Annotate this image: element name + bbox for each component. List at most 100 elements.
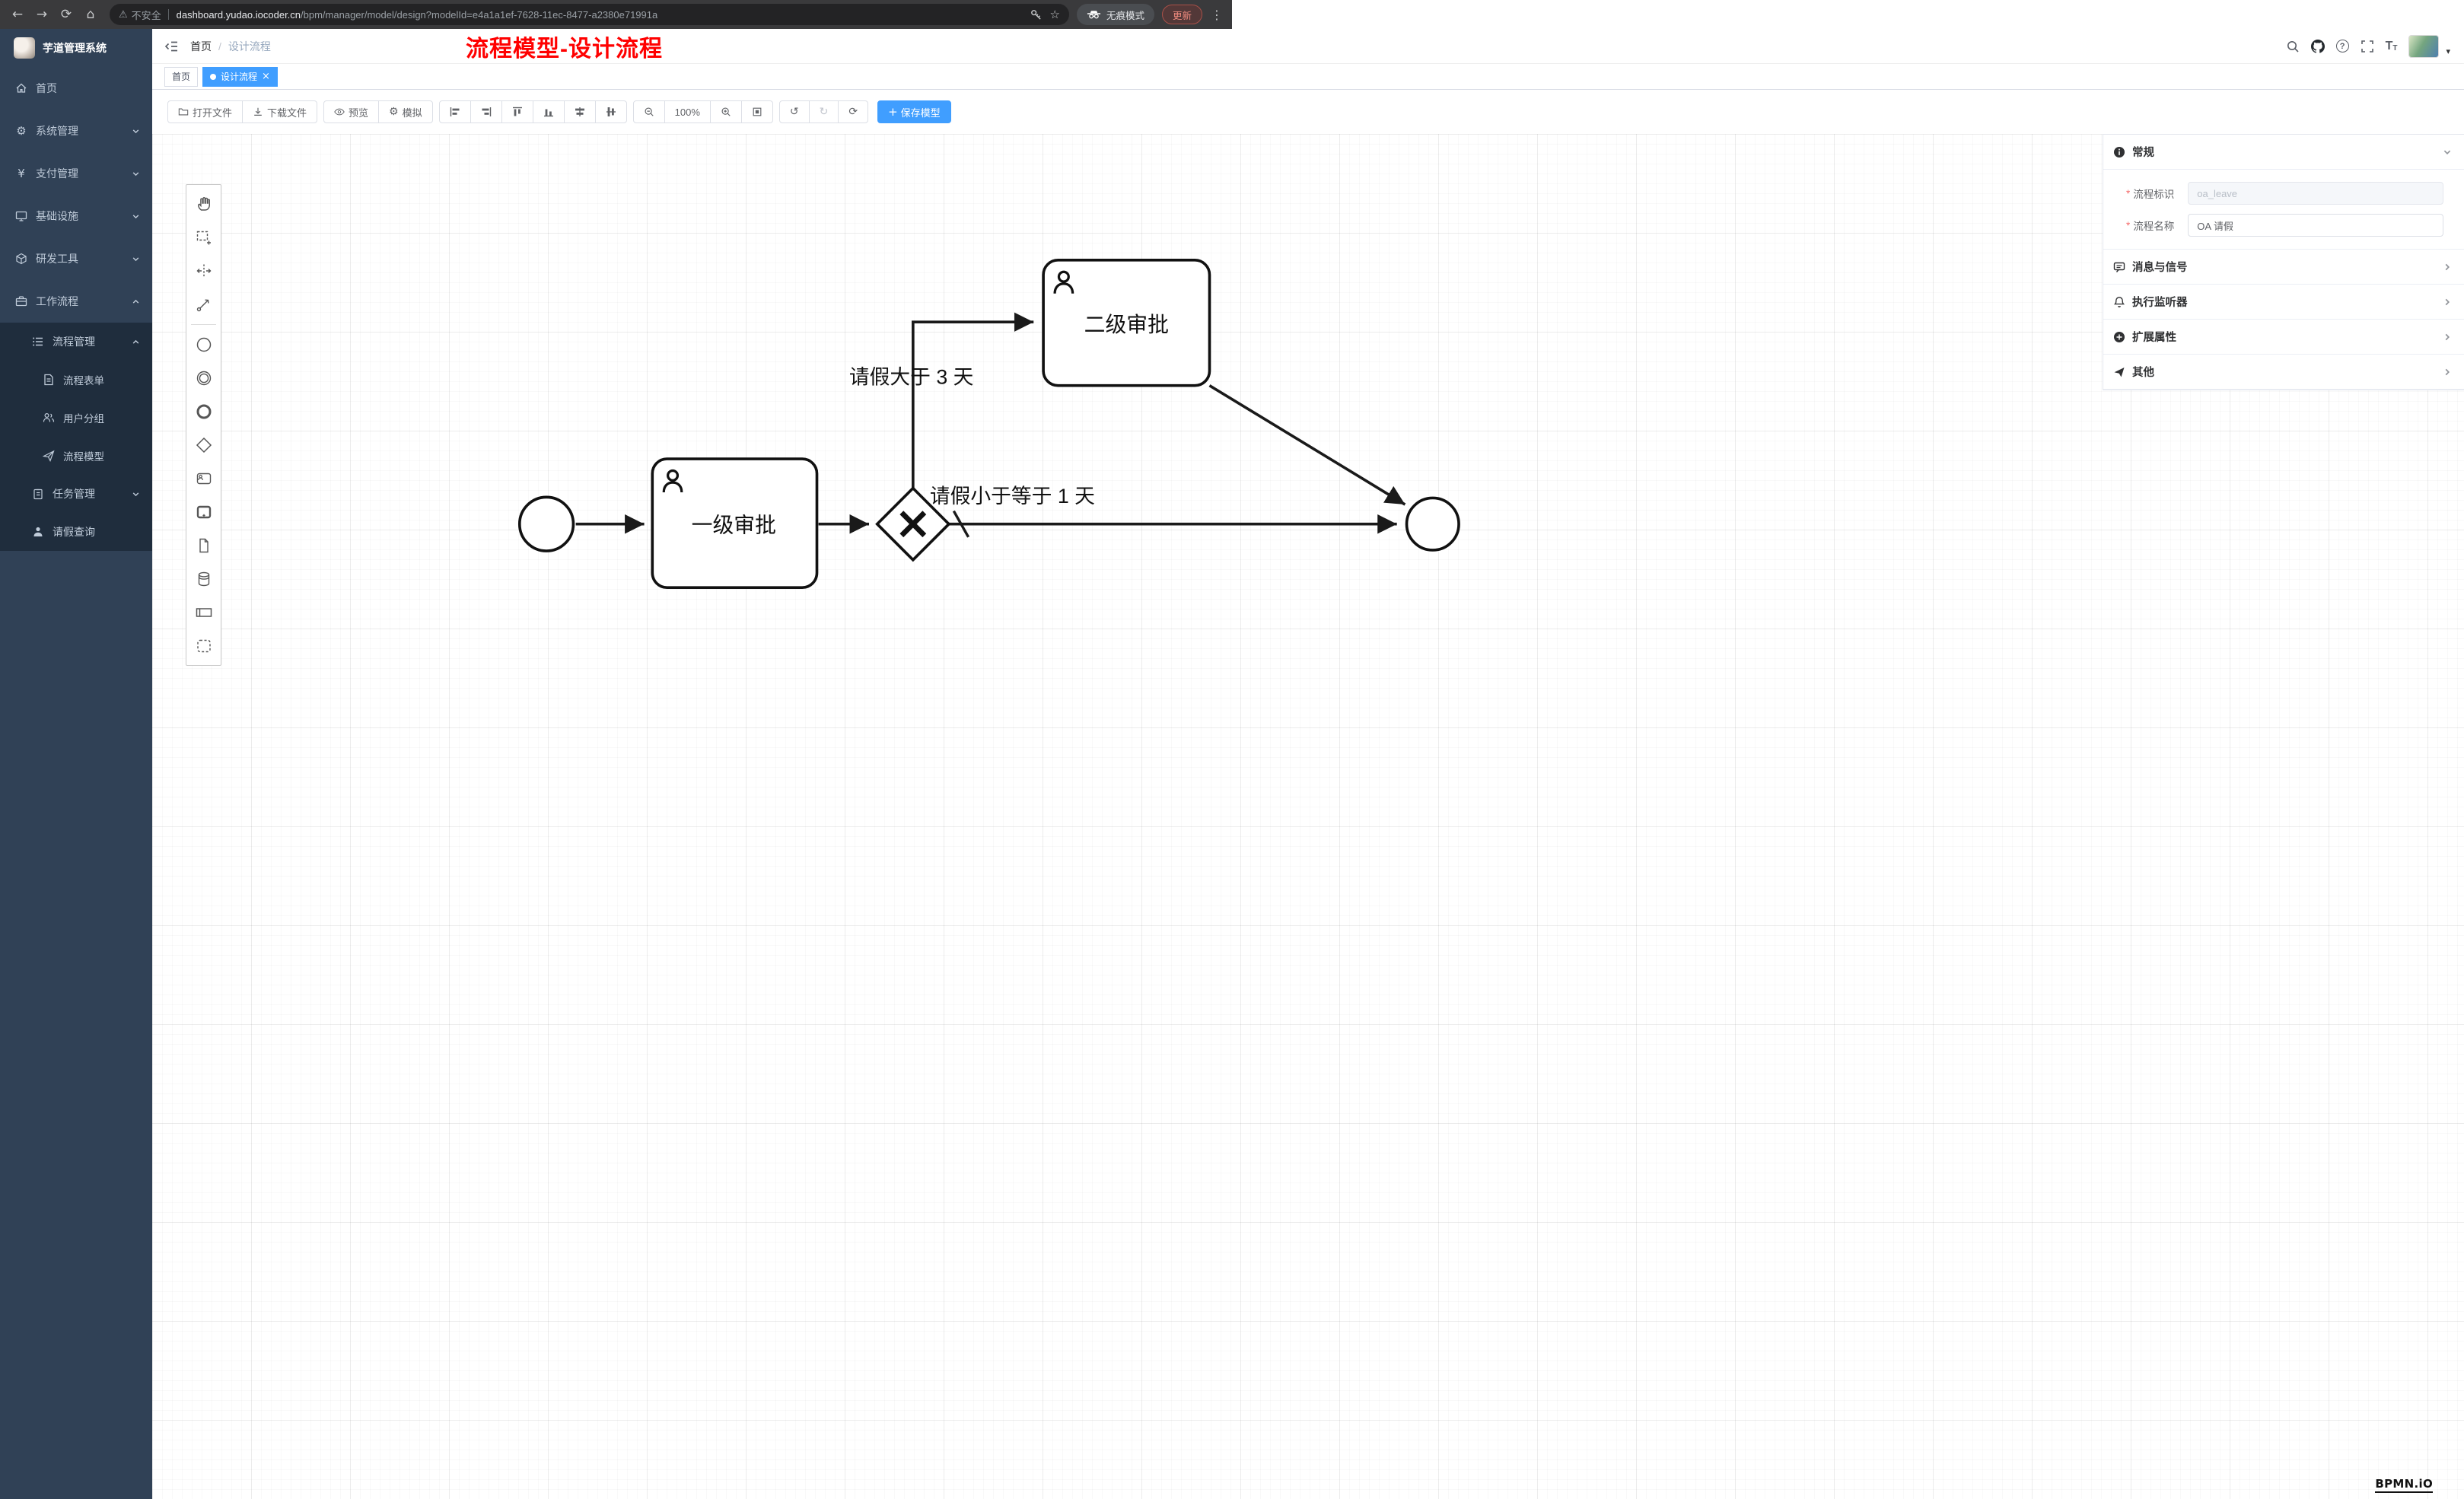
bpmn-canvas[interactable]: 一级审批 二级审批 请假大于 3 天 请假小于等于 1 天	[152, 134, 2464, 1499]
url-path: /bpm/manager/model/design?modelId=e4a1a1…	[301, 9, 657, 21]
tab-design-process[interactable]: 设计流程 ×	[202, 67, 278, 87]
sidebar-item-task-mgmt[interactable]: 任务管理	[0, 475, 152, 513]
zoom-reset-button[interactable]	[741, 100, 773, 123]
font-size-icon[interactable]: TT	[2386, 40, 2398, 53]
save-model-button[interactable]: + 保存模型	[877, 100, 951, 123]
workflow-submenu: 流程管理 流程表单 用户分组 流程模型 任务管理 请假	[0, 323, 152, 551]
task-level1-label: 一级审批	[692, 513, 776, 536]
create-user-task[interactable]	[188, 462, 219, 495]
sidebar-item-process-models[interactable]: 流程模型	[0, 437, 152, 475]
align-middle-button[interactable]	[595, 100, 627, 123]
help-icon[interactable]: ?	[2336, 40, 2349, 53]
align-right-button[interactable]	[470, 100, 502, 123]
incognito-label: 无痕模式	[1106, 8, 1144, 22]
space-tool[interactable]	[188, 254, 219, 288]
browser-menu-icon[interactable]: ⋮	[1211, 8, 1223, 22]
sidebar-item-dev-tools[interactable]: 研发工具	[0, 237, 152, 280]
logo-image	[14, 37, 35, 59]
align-bottom-button[interactable]	[533, 100, 565, 123]
browser-home-icon[interactable]: ⌂	[79, 3, 102, 26]
bpmn-palette	[186, 184, 221, 666]
section-general-header[interactable]: 常规	[2103, 135, 2464, 170]
app-logo[interactable]: 芋道管理系统	[0, 29, 152, 67]
home-icon	[15, 82, 27, 94]
create-data-store[interactable]	[188, 562, 219, 596]
close-icon[interactable]: ×	[262, 72, 270, 81]
zoom-level-display: 100%	[664, 100, 711, 123]
bookmark-star-icon[interactable]: ☆	[1050, 8, 1060, 21]
section-message-signal-header[interactable]: 消息与信号	[2103, 250, 2464, 285]
align-center-icon	[575, 107, 585, 117]
breadcrumb-home[interactable]: 首页	[190, 39, 212, 54]
browser-forward-icon[interactable]: →	[30, 3, 53, 26]
align-top-button[interactable]	[501, 100, 533, 123]
sidebar-item-workflow[interactable]: 工作流程	[0, 280, 152, 323]
restart-button[interactable]: ⟳	[838, 100, 868, 123]
url-divider	[168, 9, 169, 20]
lasso-tool[interactable]	[188, 221, 219, 254]
process-key-row: * 流程标识	[2126, 182, 2464, 205]
flow-task2-to-end[interactable]	[1209, 386, 1405, 504]
zoom-out-button[interactable]	[633, 100, 665, 123]
browser-back-icon[interactable]: ←	[6, 3, 29, 26]
download-file-button[interactable]: 下载文件	[242, 100, 317, 123]
sidebar-item-system-mgmt[interactable]: ⚙ 系统管理	[0, 110, 152, 152]
sidebar-item-process-forms[interactable]: 流程表单	[0, 361, 152, 399]
browser-reload-icon[interactable]: ⟳	[55, 3, 78, 26]
caret-down-icon[interactable]: ▾	[2446, 46, 2450, 58]
create-gateway[interactable]	[188, 428, 219, 462]
process-key-label: 流程标识	[2133, 186, 2188, 201]
people-icon	[43, 412, 55, 424]
zoom-in-button[interactable]	[710, 100, 742, 123]
chevron-right-icon	[2443, 263, 2452, 272]
start-event[interactable]	[520, 497, 574, 551]
create-intermediate-event[interactable]	[188, 361, 219, 395]
align-left-button[interactable]	[439, 100, 471, 123]
flow-gateway-to-task2[interactable]	[913, 322, 1033, 488]
section-extended-attrs-header[interactable]: 扩展属性	[2103, 320, 2464, 355]
create-start-event[interactable]	[188, 328, 219, 361]
browser-update-button[interactable]: 更新	[1162, 5, 1202, 24]
github-icon[interactable]	[2311, 40, 2325, 53]
sidebar-item-home[interactable]: 首页	[0, 67, 152, 110]
sidebar-item-user-groups[interactable]: 用户分组	[0, 399, 152, 437]
create-end-event[interactable]	[188, 395, 219, 428]
section-execution-listener-header[interactable]: 执行监听器	[2103, 285, 2464, 320]
end-event[interactable]	[1407, 498, 1460, 550]
undo-button[interactable]: ↺	[779, 100, 810, 123]
address-bar[interactable]: ⚠ 不安全 dashboard.yudao.iocoder.cn/bpm/man…	[110, 4, 1069, 25]
simulate-button[interactable]: ⚙ 模拟	[378, 100, 433, 123]
tab-home[interactable]: 首页	[164, 67, 198, 87]
global-connect-tool[interactable]	[188, 288, 219, 321]
bpmn-io-logo[interactable]: BPMN.iO	[2375, 1477, 2433, 1493]
flow-label-gt3[interactable]: 请假大于 3 天	[849, 366, 974, 389]
align-center-button[interactable]	[564, 100, 596, 123]
process-name-input[interactable]	[2188, 214, 2443, 237]
create-call-activity[interactable]	[188, 495, 219, 529]
user-avatar[interactable]	[2408, 35, 2439, 58]
redo-button[interactable]: ↻	[809, 100, 839, 123]
create-data-object[interactable]	[188, 529, 219, 562]
section-other-header[interactable]: 其他	[2103, 355, 2464, 390]
open-file-button[interactable]: 打开文件	[167, 100, 243, 123]
sidebar-item-payment-mgmt[interactable]: ¥ 支付管理	[0, 152, 152, 195]
process-key-input[interactable]	[2188, 182, 2443, 205]
fullscreen-icon[interactable]	[2361, 40, 2374, 53]
hand-tool[interactable]	[188, 187, 219, 221]
redo-icon: ↻	[820, 107, 829, 117]
plus-circle-icon	[2113, 331, 2125, 343]
header-actions: ? TT ▾	[2286, 35, 2450, 58]
sidebar-item-process-mgmt[interactable]: 流程管理	[0, 323, 152, 361]
create-participant[interactable]	[188, 596, 219, 629]
align-top-icon	[512, 107, 523, 117]
flow-label-le1[interactable]: 请假小于等于 1 天	[930, 485, 1095, 508]
sidebar-item-leave-query[interactable]: 请假查询	[0, 513, 152, 551]
create-group[interactable]	[188, 629, 219, 663]
breadcrumb-current: 设计流程	[228, 39, 271, 54]
search-icon[interactable]	[2286, 40, 2300, 53]
sidebar-item-infrastructure[interactable]: 基础设施	[0, 195, 152, 237]
preview-button[interactable]: 预览	[323, 100, 379, 123]
chevron-down-icon	[132, 170, 140, 178]
hamburger-fold-icon[interactable]	[163, 38, 180, 55]
password-key-icon[interactable]	[1030, 8, 1043, 21]
